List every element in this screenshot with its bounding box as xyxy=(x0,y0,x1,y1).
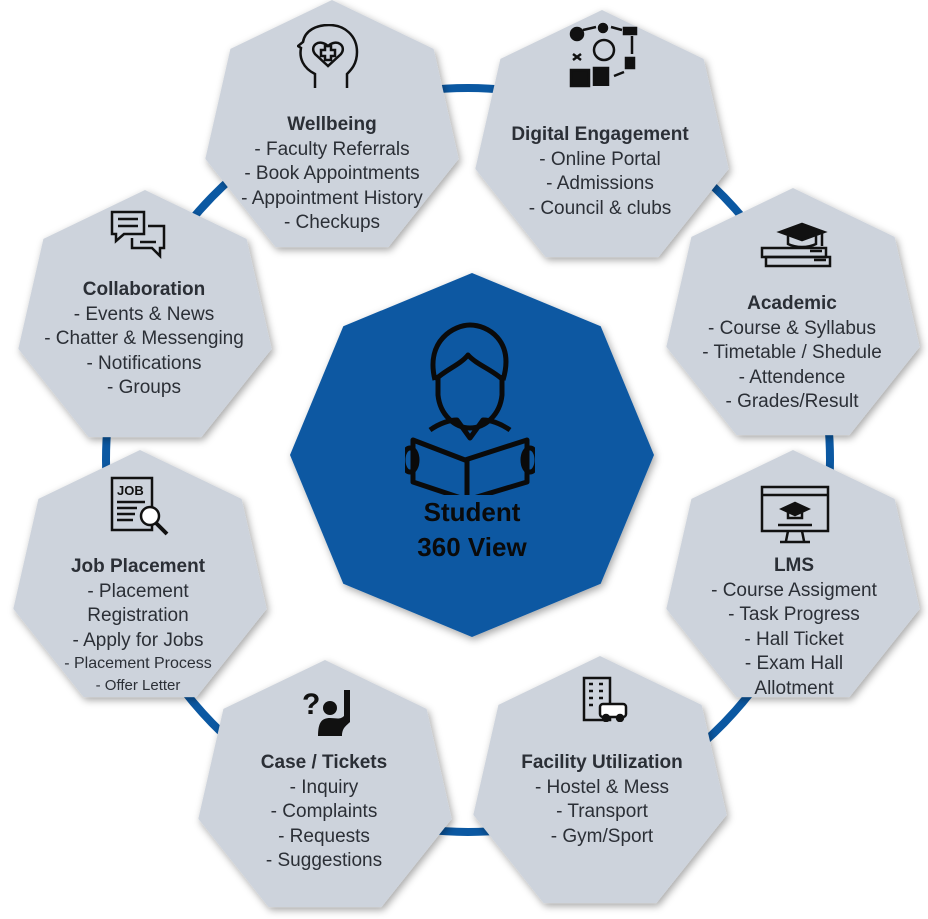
connection-ring xyxy=(102,84,834,836)
node-shape-wellbeing xyxy=(205,0,459,248)
node-job-placement: Job Placement - Placement Registration -… xyxy=(18,555,258,696)
node-title: Academic xyxy=(747,293,837,314)
node-item: - Hall Ticket xyxy=(744,628,844,650)
node-item: - Placement Process xyxy=(64,655,212,672)
node-item: - Events & News xyxy=(73,303,215,325)
node-wellbeing: Wellbeing - Faculty Referrals - Book App… xyxy=(212,113,452,236)
question-raise-hand-icon: ? xyxy=(302,688,350,736)
node-shape-case xyxy=(198,660,452,908)
node-collaboration: Collaboration - Events & News - Chatter … xyxy=(24,278,264,401)
node-title: Wellbeing xyxy=(287,114,377,135)
online-learning-icon xyxy=(760,485,830,544)
node-item: - Task Progress xyxy=(728,604,860,625)
node-academic: Academic - Course & Syllabus - Timetable… xyxy=(672,292,912,415)
node-item: - Council & clubs xyxy=(528,197,672,219)
center-label: Student 360 View xyxy=(372,495,572,565)
node-title: Job Placement xyxy=(70,556,206,577)
node-item: - Checkups xyxy=(283,212,381,233)
center-label-line2: 360 View xyxy=(417,532,527,562)
node-item: - Course Assigment xyxy=(711,579,877,601)
node-item: - Transport xyxy=(556,801,648,822)
node-item: - Requests xyxy=(278,825,370,847)
node-shape-digital xyxy=(475,10,729,258)
node-item: Allotment xyxy=(754,677,834,699)
node-item: - Gym/Sport xyxy=(550,825,654,847)
node-item: - Inquiry xyxy=(289,776,359,798)
node-title: Case / Tickets xyxy=(260,752,388,773)
node-shape-facility xyxy=(473,656,727,904)
building-vehicle-icon xyxy=(582,676,628,722)
mental-health-icon xyxy=(297,24,359,88)
node-item: - Admissions xyxy=(546,173,654,194)
digital-engagement-icon xyxy=(569,22,638,88)
center-label-line1: Student xyxy=(423,497,521,527)
node-title: LMS xyxy=(773,555,815,576)
graduation-books-icon xyxy=(760,222,832,268)
node-shape-lms xyxy=(666,450,920,698)
node-case-tickets: Case / Tickets - Inquiry - Complaints - … xyxy=(204,751,444,874)
center-octagon xyxy=(290,273,654,637)
node-item: - Notifications xyxy=(86,352,202,374)
node-item: - Suggestions xyxy=(265,850,383,871)
chat-bubbles-icon xyxy=(110,210,166,260)
node-shape-collab xyxy=(18,190,272,438)
node-item: - Offer Letter xyxy=(95,677,181,694)
node-title: Digital Engagement xyxy=(511,124,689,145)
node-item: - Online Portal xyxy=(539,148,661,170)
node-digital-engagement: Digital Engagement - Online Portal - Adm… xyxy=(480,123,720,221)
node-facility-utilization: Facility Utilization - Hostel & Mess - T… xyxy=(482,751,722,849)
node-item: - Grades/Result xyxy=(725,391,859,412)
node-item: - Book Appointments xyxy=(244,163,420,184)
node-item: Registration xyxy=(87,605,189,626)
node-item: - Groups xyxy=(107,377,181,398)
node-item: - Faculty Referrals xyxy=(254,138,410,160)
node-item: - Appointment History xyxy=(241,187,423,209)
node-shape-job xyxy=(13,450,267,698)
node-item: - Complaints xyxy=(270,801,378,822)
node-title: Collaboration xyxy=(82,279,206,300)
node-lms: LMS - Course Assigment - Task Progress -… xyxy=(674,554,914,701)
node-item: - Placement xyxy=(87,580,189,602)
node-title: Facility Utilization xyxy=(521,752,683,773)
student-reading-icon xyxy=(405,322,535,495)
node-item: - Timetable / Shedule xyxy=(702,342,882,363)
node-item: - Course & Syllabus xyxy=(708,317,876,339)
node-item: - Chatter & Messenging xyxy=(44,328,244,349)
node-item: - Exam Hall xyxy=(744,653,844,674)
node-shape-academic xyxy=(666,188,920,436)
node-item: - Hostel & Mess xyxy=(534,776,670,798)
job-search-icon: JOB xyxy=(110,476,169,536)
node-item: - Apply for Jobs xyxy=(72,629,204,651)
node-item: - Attendence xyxy=(738,366,846,388)
job-icon-text: JOB xyxy=(117,483,144,498)
svg-text:?: ? xyxy=(302,688,320,721)
